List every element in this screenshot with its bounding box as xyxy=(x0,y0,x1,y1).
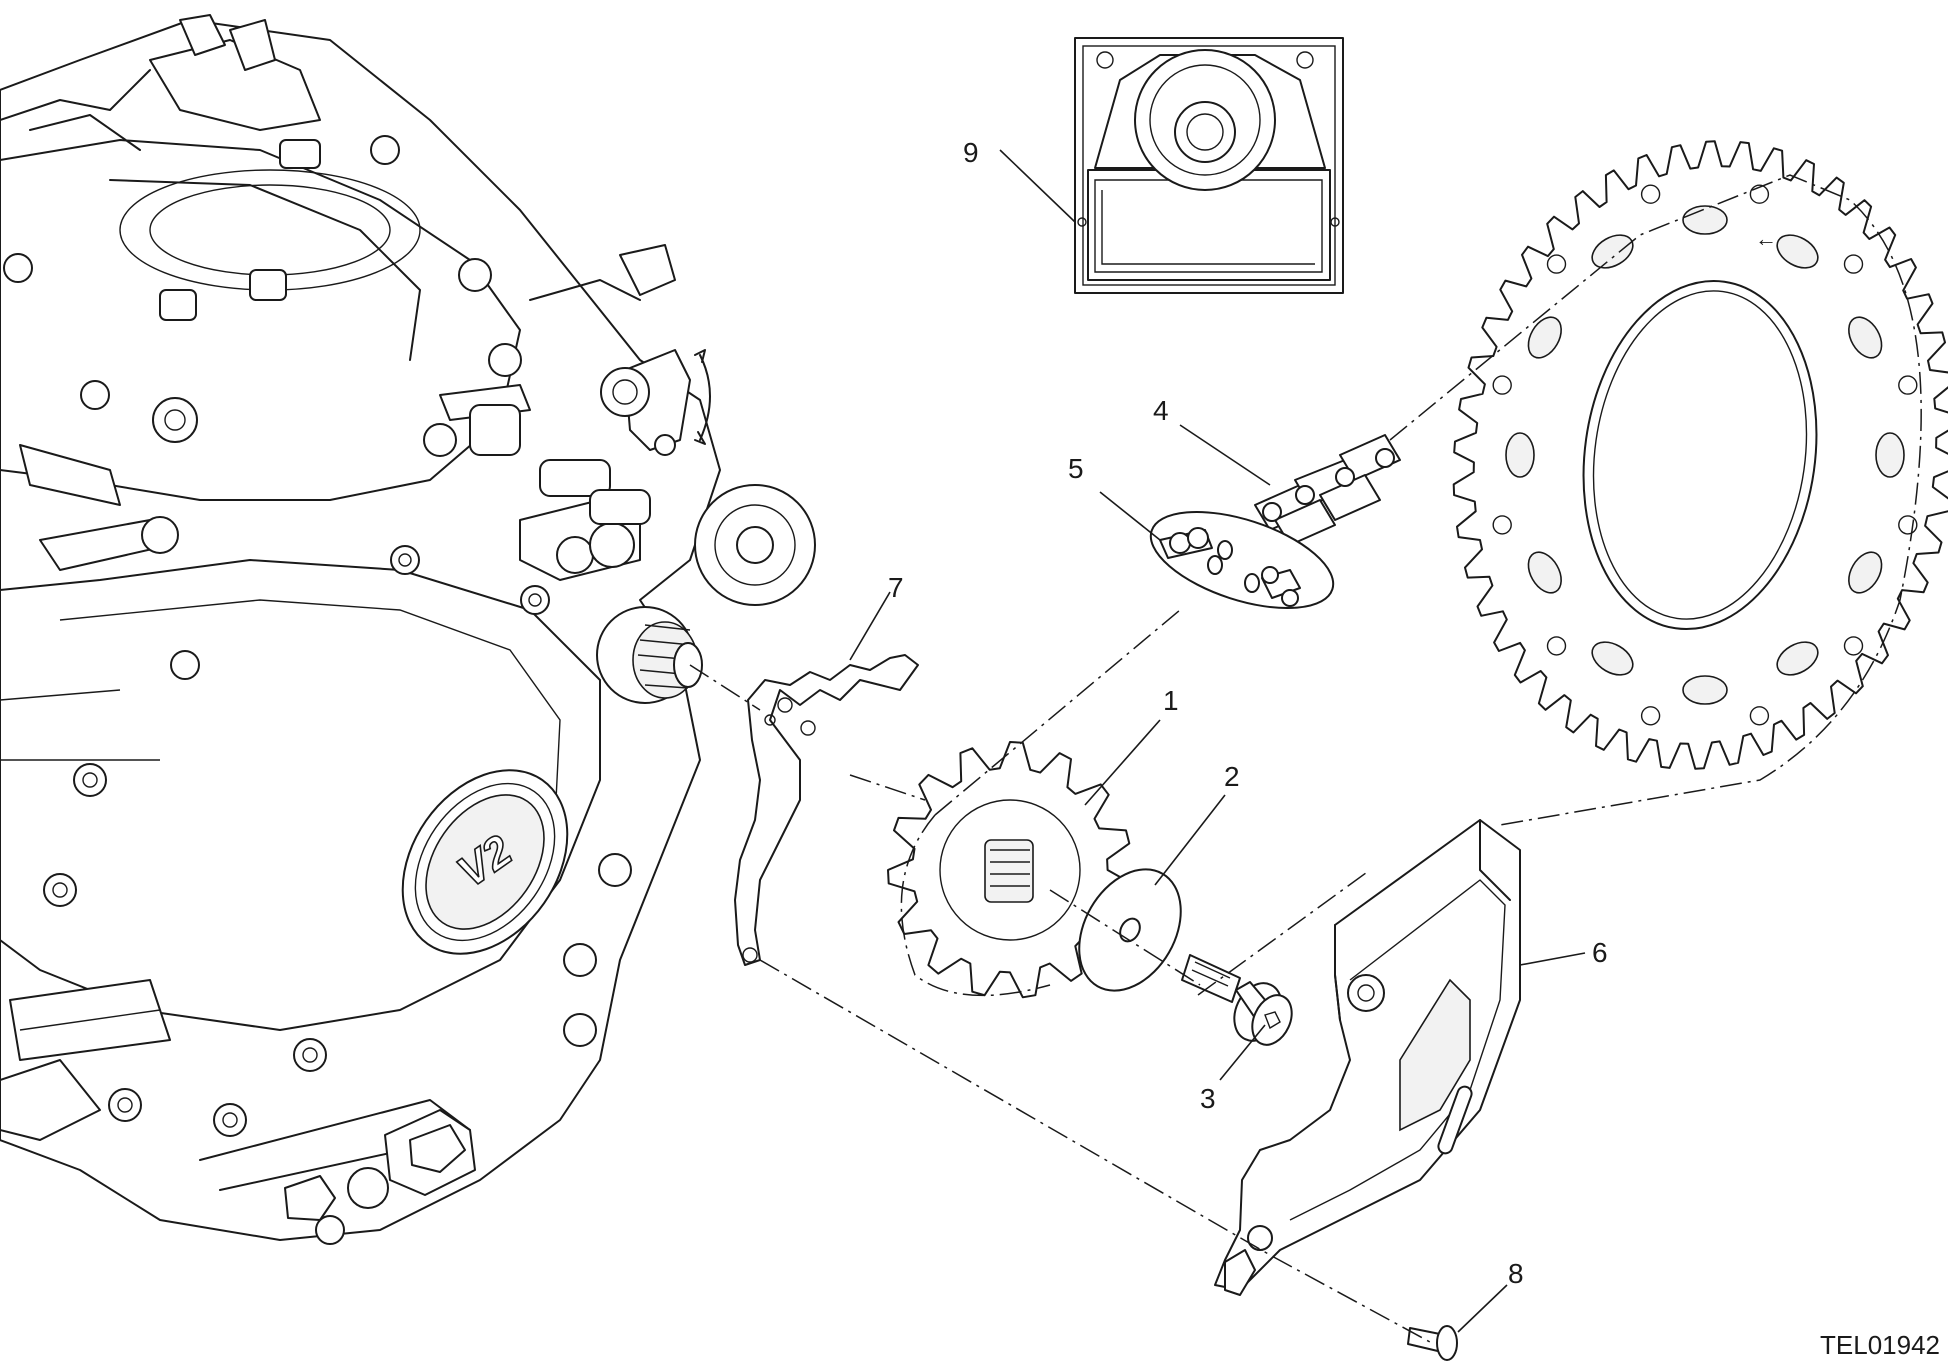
sprocket-hole xyxy=(1682,205,1728,235)
engine-assembly: V2 xyxy=(0,14,816,1245)
sprocket-hole xyxy=(1848,316,1883,359)
sprocket-bolt-hole xyxy=(1898,515,1918,535)
callout-labels: 1 2 3 4 5 6 7 8 9 xyxy=(888,137,1608,1289)
output-shaft xyxy=(596,606,703,704)
sprocket-bolt-hole xyxy=(1640,706,1661,726)
sprocket-hole xyxy=(1875,432,1905,478)
callout-3: 3 xyxy=(1200,1083,1216,1114)
callout-8: 8 xyxy=(1508,1258,1524,1289)
v2-badge: V2 xyxy=(401,769,569,955)
leader-lines xyxy=(849,149,1586,1333)
drawing-reference-code: TEL01942 xyxy=(1820,1330,1940,1360)
sprocket-bolt-hole xyxy=(1843,254,1864,274)
sprocket-bolt-hole xyxy=(1640,184,1661,204)
assembly-lines xyxy=(689,174,1922,1343)
part-3-bolt xyxy=(1181,954,1293,1046)
sprocket-hole xyxy=(1682,675,1728,705)
part-9-kit-box xyxy=(1074,37,1344,294)
callout-6: 6 xyxy=(1592,937,1608,968)
sprocket-hole xyxy=(1848,551,1883,594)
sprocket-bolt-hole xyxy=(1546,254,1567,274)
sprocket-bolt-hole xyxy=(1492,515,1512,535)
sprocket-hole xyxy=(1527,551,1562,594)
sprocket-bolt-hole xyxy=(1749,184,1770,204)
part-5-chain-link-kit xyxy=(1149,510,1335,610)
rear-sprocket: ← xyxy=(1452,140,1948,770)
sprocket-hole xyxy=(1527,316,1562,359)
sprocket-bolt-hole xyxy=(1898,375,1918,395)
callout-5: 5 xyxy=(1068,453,1084,484)
sprocket-hole xyxy=(1776,641,1819,676)
part-1-front-sprocket xyxy=(887,741,1133,999)
callout-1: 1 xyxy=(1163,685,1179,716)
sprocket-bolt-hole xyxy=(1492,375,1512,395)
part-2-washer xyxy=(1078,868,1182,992)
sprocket-hole xyxy=(1505,432,1535,478)
part-4-chain-section xyxy=(1254,434,1401,546)
callout-2: 2 xyxy=(1224,761,1240,792)
part-8-screw xyxy=(1407,1325,1458,1361)
callout-9: 9 xyxy=(963,137,979,168)
svg-text:←: ← xyxy=(1755,226,1777,251)
callout-4: 4 xyxy=(1153,395,1169,426)
sprocket-bolt-hole xyxy=(1546,636,1567,656)
callout-7: 7 xyxy=(888,572,904,603)
part-6-sprocket-cover xyxy=(1214,819,1521,1296)
sprocket-hole xyxy=(1591,641,1634,676)
sprocket-hole xyxy=(1591,234,1634,269)
sprocket-bolt-hole xyxy=(1843,636,1864,656)
part-7-plate xyxy=(734,654,919,966)
sprocket-hole xyxy=(1776,234,1819,269)
sprocket-bolt-hole xyxy=(1749,706,1770,726)
